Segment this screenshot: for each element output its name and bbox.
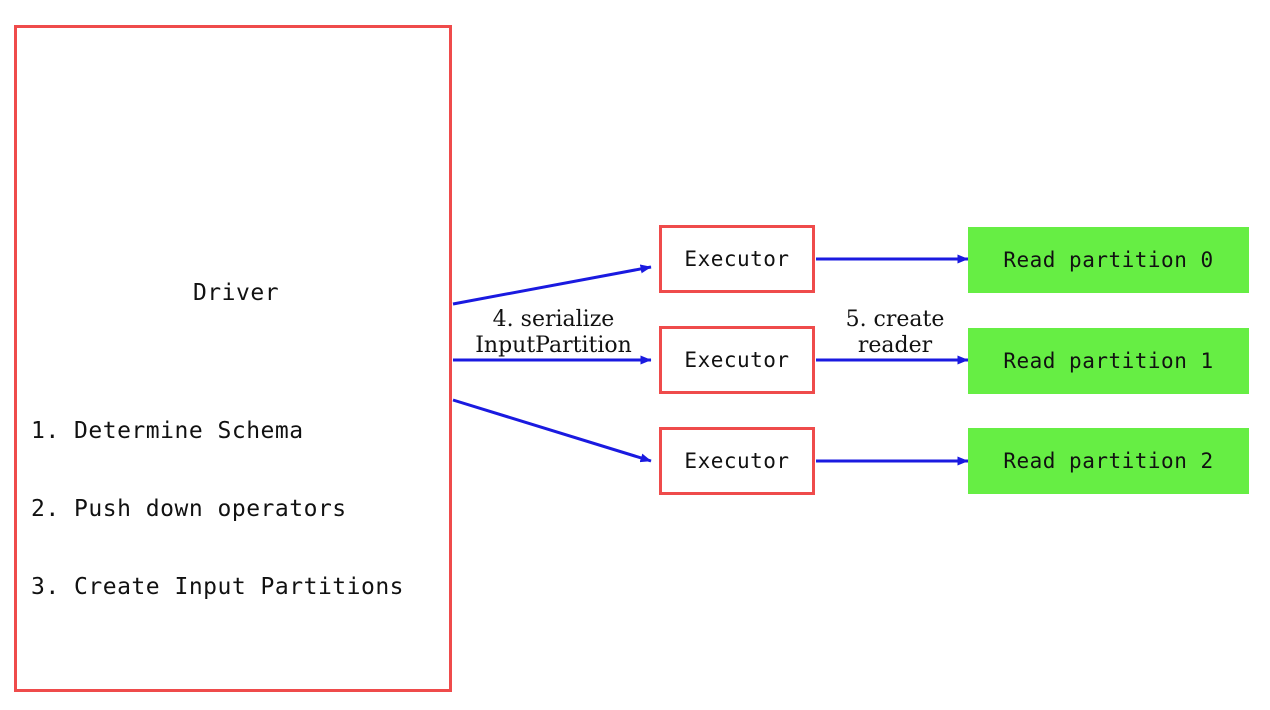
read-partition-box-1: Read partition 1 bbox=[968, 328, 1249, 394]
edge-label-serialize-input-partition: 4. serialize InputPartition bbox=[466, 307, 641, 359]
read-partition-box-2: Read partition 2 bbox=[968, 428, 1249, 494]
driver-steps-list: 1. Determine Schema 2. Push down operato… bbox=[31, 366, 404, 652]
read-partition-box-0: Read partition 0 bbox=[968, 227, 1249, 293]
driver-box: Driver 1. Determine Schema 2. Push down … bbox=[14, 25, 452, 692]
driver-step-3: 3. Create Input Partitions bbox=[31, 574, 405, 600]
driver-title: Driver bbox=[192, 280, 280, 306]
edge-label-serialize-line-2: InputPartition bbox=[475, 333, 632, 358]
driver-step-1: 1. Determine Schema bbox=[31, 418, 304, 444]
edge-driver-to-executor-1 bbox=[452, 264, 652, 306]
edge-driver-to-executor-3 bbox=[452, 398, 652, 463]
driver-step-2: 2. Push down operators bbox=[31, 496, 347, 522]
edge-label-create-line-1: 5. create bbox=[845, 307, 945, 332]
edge-label-create-line-2: reader bbox=[857, 333, 933, 358]
executor-box-2: Executor bbox=[659, 326, 815, 394]
edge-label-create-reader: 5. create reader bbox=[830, 307, 960, 359]
executor-box-1: Executor bbox=[659, 225, 815, 293]
executor-box-3: Executor bbox=[659, 427, 815, 495]
edge-label-serialize-line-1: 4. serialize bbox=[492, 307, 615, 332]
